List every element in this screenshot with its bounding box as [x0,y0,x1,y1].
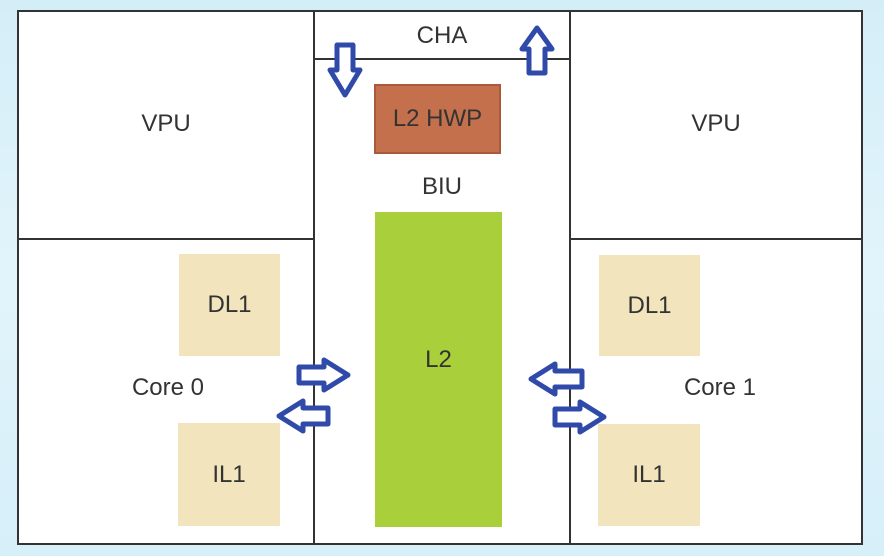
l2-label: L2 [425,345,452,373]
core0-label: Core 0 [131,374,205,401]
cha-label: CHA [416,22,468,49]
left-vpu-label: VPU [141,110,191,137]
right-vpu-label: VPU [691,110,741,137]
arrow-left-icon [275,398,331,434]
arrow-down-icon [327,42,363,100]
core0-dl1-label: DL1 [207,291,252,318]
core0-dl1-block: DL1 [179,254,280,356]
arrow-right-icon [552,399,608,435]
l2-cache-block: L2 [375,212,502,527]
l2-hwp-block: L2 HWP [374,84,501,154]
biu-label: BIU [421,173,462,200]
l2-hwp-label: L2 HWP [392,105,483,132]
core1-dl1-label: DL1 [627,291,672,319]
arrow-up-icon [519,25,555,77]
core1-il1-label: IL1 [632,461,666,488]
core1-il1-block: IL1 [598,424,700,526]
core1-label: Core 1 [683,374,757,401]
right-vpu-box [569,10,863,240]
arrow-left-icon [527,361,585,397]
core1-dl1-block: DL1 [599,255,700,356]
core0-il1-label: IL1 [212,460,246,488]
left-vpu-box [17,10,315,240]
arrow-right-icon [296,357,352,393]
core0-il1-block: IL1 [178,423,280,526]
